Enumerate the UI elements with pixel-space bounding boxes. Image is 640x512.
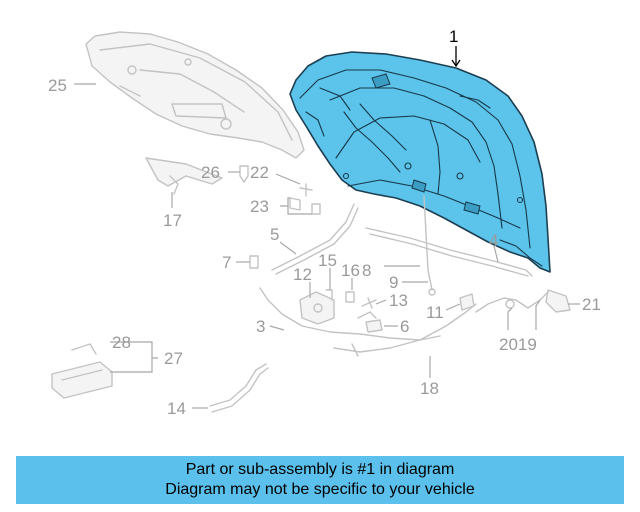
part-14-lever[interactable] [209, 363, 269, 413]
part-3-cable[interactable] [259, 287, 441, 341]
part-1-hood[interactable] [289, 51, 551, 273]
callout-27: 27 [164, 349, 183, 368]
callout-28: 28 [112, 333, 131, 352]
part-12-latch[interactable] [299, 289, 335, 325]
callout-5: 5 [270, 225, 279, 244]
part-18-cable[interactable] [333, 303, 477, 357]
banner-line-1: Part or sub-assembly is #1 in diagram [185, 461, 455, 478]
part-7-clip[interactable] [249, 255, 259, 269]
callout-21: 21 [582, 295, 601, 314]
part-4-seal[interactable] [365, 227, 533, 277]
part-5-prop-rod[interactable] [271, 203, 359, 275]
banner-line-2: Diagram may not be specific to your vehi… [165, 481, 475, 498]
callout-3: 3 [256, 317, 265, 336]
part-13-bolt[interactable] [361, 297, 377, 309]
part-25-insulator[interactable] [85, 31, 305, 159]
callout-2019: 2019 [499, 335, 537, 354]
callout-23: 23 [250, 197, 269, 216]
callout-26: 26 [201, 163, 220, 182]
callout-8: 8 [362, 261, 371, 280]
callout-9: 9 [389, 273, 398, 292]
part-22-bolt[interactable] [299, 183, 313, 197]
callout-7: 7 [222, 253, 231, 272]
info-banner: Part or sub-assembly is #1 in diagram Di… [16, 456, 624, 504]
parts-diagram: 1 25 26 17 22 23 5 7 12 15 16 8 9 4 13 6… [48, 27, 601, 418]
part-27-handle[interactable] [51, 343, 113, 399]
callout-6: 6 [400, 317, 409, 336]
callout-11: 11 [426, 303, 444, 322]
callout-14: 14 [167, 399, 186, 418]
part-6-bumper[interactable] [365, 319, 383, 333]
callout-4: 4 [489, 231, 498, 250]
callout-22: 22 [250, 163, 269, 182]
callout-16: 16 [341, 261, 360, 280]
callout-1: 1 [449, 27, 458, 46]
callout-17: 17 [163, 211, 182, 230]
part-23-bolts[interactable] [289, 197, 321, 215]
callout-13: 13 [389, 291, 408, 310]
part-16-8-fasteners[interactable] [345, 291, 377, 319]
part-26-clip[interactable] [239, 165, 249, 183]
callout-labels: 1 25 26 17 22 23 5 7 12 15 16 8 9 4 13 6… [48, 27, 601, 418]
callout-12: 12 [293, 265, 312, 284]
leader-lines [74, 46, 580, 409]
part-9-strut[interactable] [423, 195, 436, 296]
callout-18: 18 [420, 379, 439, 398]
part-2019-cables[interactable] [475, 291, 549, 313]
part-21-hinge[interactable] [545, 289, 571, 313]
part-17-seal[interactable] [145, 157, 223, 195]
callout-15: 15 [318, 251, 337, 270]
callout-25: 25 [48, 76, 67, 95]
